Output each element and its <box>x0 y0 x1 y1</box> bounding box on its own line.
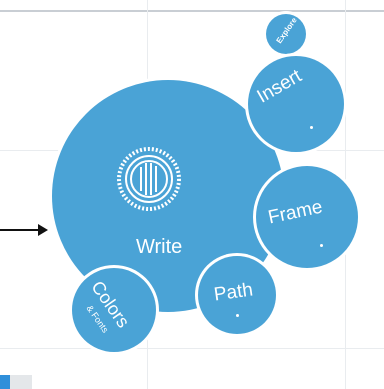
tiny-label: Explore <box>274 15 299 46</box>
colors-bubble[interactable]: Colors & Fonts <box>72 268 156 352</box>
insert-label: Insert <box>253 65 306 108</box>
insert-bubble[interactable]: Insert <box>248 56 344 152</box>
bottom-tab-active[interactable] <box>0 375 10 389</box>
path-label: Path <box>212 279 255 306</box>
grid-line <box>0 348 384 349</box>
path-bubble[interactable]: Path <box>198 256 276 334</box>
frame-label: Frame <box>266 196 325 229</box>
insert-dot <box>310 126 313 129</box>
write-label: Write <box>136 236 183 258</box>
bottom-tab[interactable] <box>10 375 32 389</box>
frame-bubble[interactable]: Frame <box>256 166 358 268</box>
top-divider <box>0 10 384 12</box>
tiny-bubble[interactable]: Explore <box>266 14 306 54</box>
frame-dot <box>320 244 323 247</box>
spiral-stripes-icon <box>117 147 181 211</box>
path-dot <box>236 314 239 317</box>
